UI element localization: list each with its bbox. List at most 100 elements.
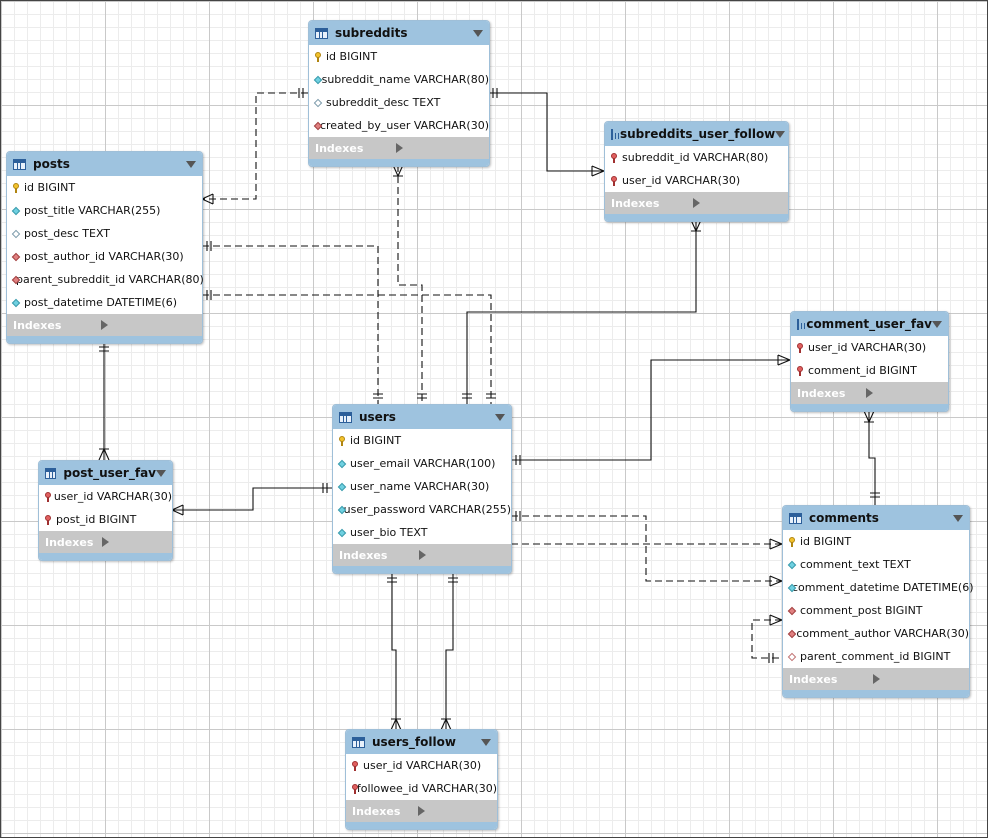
rel-commentfav-comments[interactable] <box>868 411 876 506</box>
column-row[interactable]: user_id VARCHAR(30) <box>39 485 172 508</box>
indexes-section[interactable]: Indexes <box>309 137 489 159</box>
indexes-section[interactable]: Indexes <box>783 668 969 690</box>
column-row[interactable]: user_id VARCHAR(30) <box>791 336 948 359</box>
table-header[interactable]: comment_user_fav <box>791 312 948 336</box>
rel-users-commentfav[interactable] <box>511 359 790 461</box>
rel-subreddits-posts[interactable] <box>202 92 308 200</box>
table-header[interactable]: post_user_fav <box>39 461 172 485</box>
indexes-section[interactable]: Indexes <box>346 800 497 822</box>
table-subreddits[interactable]: subreddits id BIGINT subreddit_name VARC… <box>308 20 490 167</box>
table-users-follow[interactable]: users_follow user_id VARCHAR(30) followe… <box>345 729 498 830</box>
column-row[interactable]: user_id VARCHAR(30) <box>605 169 788 192</box>
rel-follow-users[interactable] <box>466 220 697 405</box>
table-title: subreddits_user_follow <box>620 127 776 141</box>
column-row[interactable]: user_password VARCHAR(255) <box>333 498 511 521</box>
table-header[interactable]: subreddits_user_follow <box>605 122 788 146</box>
table-title: subreddits <box>335 26 408 40</box>
rel-users-usersfollow-2[interactable] <box>445 573 454 730</box>
expand-arrow-icon[interactable] <box>872 674 964 684</box>
column-row[interactable]: comment_datetime DATETIME(6) <box>783 576 974 599</box>
foreign-key-icon <box>351 783 358 794</box>
indexes-section[interactable]: Indexes <box>605 192 788 214</box>
table-header[interactable]: comments <box>783 506 969 530</box>
table-users[interactable]: users id BIGINT user_email VARCHAR(100) … <box>332 404 512 574</box>
rel-users-usersfollow-1[interactable] <box>391 573 397 730</box>
column-row[interactable]: parent_subreddit_id VARCHAR(80) <box>7 268 204 291</box>
expand-arrow-icon[interactable] <box>693 198 782 208</box>
table-icon <box>789 512 802 524</box>
column-row[interactable]: post_author_id VARCHAR(30) <box>7 245 202 268</box>
expand-arrow-icon[interactable] <box>418 550 506 560</box>
collapse-arrow-icon[interactable] <box>481 738 491 746</box>
column-row[interactable]: post_datetime DATETIME(6) <box>7 291 202 314</box>
column-row[interactable]: parent_comment_id BIGINT <box>783 645 969 668</box>
column-row[interactable]: subreddit_desc TEXT <box>309 91 489 114</box>
expand-arrow-icon[interactable] <box>418 806 491 816</box>
rel-subreddits-users[interactable] <box>397 165 423 405</box>
column-row[interactable]: id BIGINT <box>309 45 489 68</box>
column-row[interactable]: user_email VARCHAR(100) <box>333 452 511 475</box>
collapse-arrow-icon[interactable] <box>186 160 196 168</box>
expand-arrow-icon[interactable] <box>395 143 484 153</box>
column-label: comment_post BIGINT <box>800 604 923 617</box>
indexes-section[interactable]: Indexes <box>39 531 172 553</box>
indexes-section[interactable]: Indexes <box>7 314 202 336</box>
column-label: id BIGINT <box>326 50 378 63</box>
column-icon <box>338 459 346 469</box>
expand-arrow-icon[interactable] <box>102 537 166 547</box>
rel-users-postfav[interactable] <box>172 487 332 511</box>
primary-key-icon <box>338 435 346 446</box>
rel-comments-self[interactable] <box>751 619 782 659</box>
column-row[interactable]: subreddit_name VARCHAR(80) <box>309 68 489 91</box>
indexes-label: Indexes <box>611 196 660 210</box>
rel-posts-users-author[interactable] <box>202 245 379 405</box>
column-row[interactable]: comment_id BIGINT <box>791 359 948 382</box>
column-row[interactable]: id BIGINT <box>7 176 202 199</box>
column-label: user_id VARCHAR(30) <box>622 174 741 187</box>
nullable-column-icon <box>314 98 322 108</box>
column-row[interactable]: created_by_user VARCHAR(30) <box>309 114 489 137</box>
rel-users-comments[interactable] <box>511 515 782 582</box>
collapse-arrow-icon[interactable] <box>775 130 786 138</box>
expand-arrow-icon[interactable] <box>101 320 196 330</box>
table-subreddits-user-follow[interactable]: subreddits_user_follow subreddit_id VARC… <box>604 121 789 222</box>
rel-posts-users[interactable] <box>202 294 492 405</box>
column-label: parent_comment_id BIGINT <box>800 650 951 663</box>
table-post-user-fav[interactable]: post_user_fav user_id VARCHAR(30) post_i… <box>38 460 173 561</box>
table-title: users_follow <box>372 735 456 749</box>
column-row[interactable]: followee_id VARCHAR(30) <box>346 777 497 800</box>
column-row[interactable]: id BIGINT <box>333 429 511 452</box>
table-header[interactable]: users_follow <box>346 730 497 754</box>
table-comments[interactable]: comments id BIGINT comment_text TEXT com… <box>782 505 974 698</box>
column-label: id BIGINT <box>24 181 76 194</box>
column-row[interactable]: user_bio TEXT <box>333 521 511 544</box>
table-header[interactable]: subreddits <box>309 21 489 45</box>
rel-subreddits-follow[interactable] <box>488 92 604 172</box>
column-row[interactable]: id BIGINT <box>783 530 969 553</box>
column-label: user_bio TEXT <box>350 526 428 539</box>
foreign-key-column-icon <box>788 629 792 639</box>
table-posts[interactable]: posts id BIGINT post_title VARCHAR(255) … <box>6 151 204 344</box>
table-header[interactable]: posts <box>7 152 202 176</box>
column-row[interactable]: comment_author VARCHAR(30) <box>783 622 969 645</box>
column-row[interactable]: user_id VARCHAR(30) <box>346 754 497 777</box>
collapse-arrow-icon[interactable] <box>156 469 166 477</box>
collapse-arrow-icon[interactable] <box>495 413 505 421</box>
expand-arrow-icon[interactable] <box>866 388 942 398</box>
column-row[interactable]: user_name VARCHAR(30) <box>333 475 511 498</box>
table-comment-user-fav[interactable]: comment_user_fav user_id VARCHAR(30) com… <box>790 311 949 412</box>
column-row[interactable]: comment_post BIGINT <box>783 599 969 622</box>
column-row[interactable]: post_title VARCHAR(255) <box>7 199 202 222</box>
indexes-section[interactable]: Indexes <box>333 544 511 566</box>
column-row[interactable]: post_desc TEXT <box>7 222 202 245</box>
collapse-arrow-icon[interactable] <box>953 514 963 522</box>
collapse-arrow-icon[interactable] <box>473 29 483 37</box>
column-row[interactable]: subreddit_id VARCHAR(80) <box>605 146 788 169</box>
collapse-arrow-icon[interactable] <box>932 320 942 328</box>
indexes-section[interactable]: Indexes <box>791 382 948 404</box>
table-icon <box>797 318 803 330</box>
table-header[interactable]: users <box>333 405 511 429</box>
column-row[interactable]: post_id BIGINT <box>39 508 172 531</box>
column-row[interactable]: comment_text TEXT <box>783 553 969 576</box>
nullable-column-icon <box>12 229 20 239</box>
